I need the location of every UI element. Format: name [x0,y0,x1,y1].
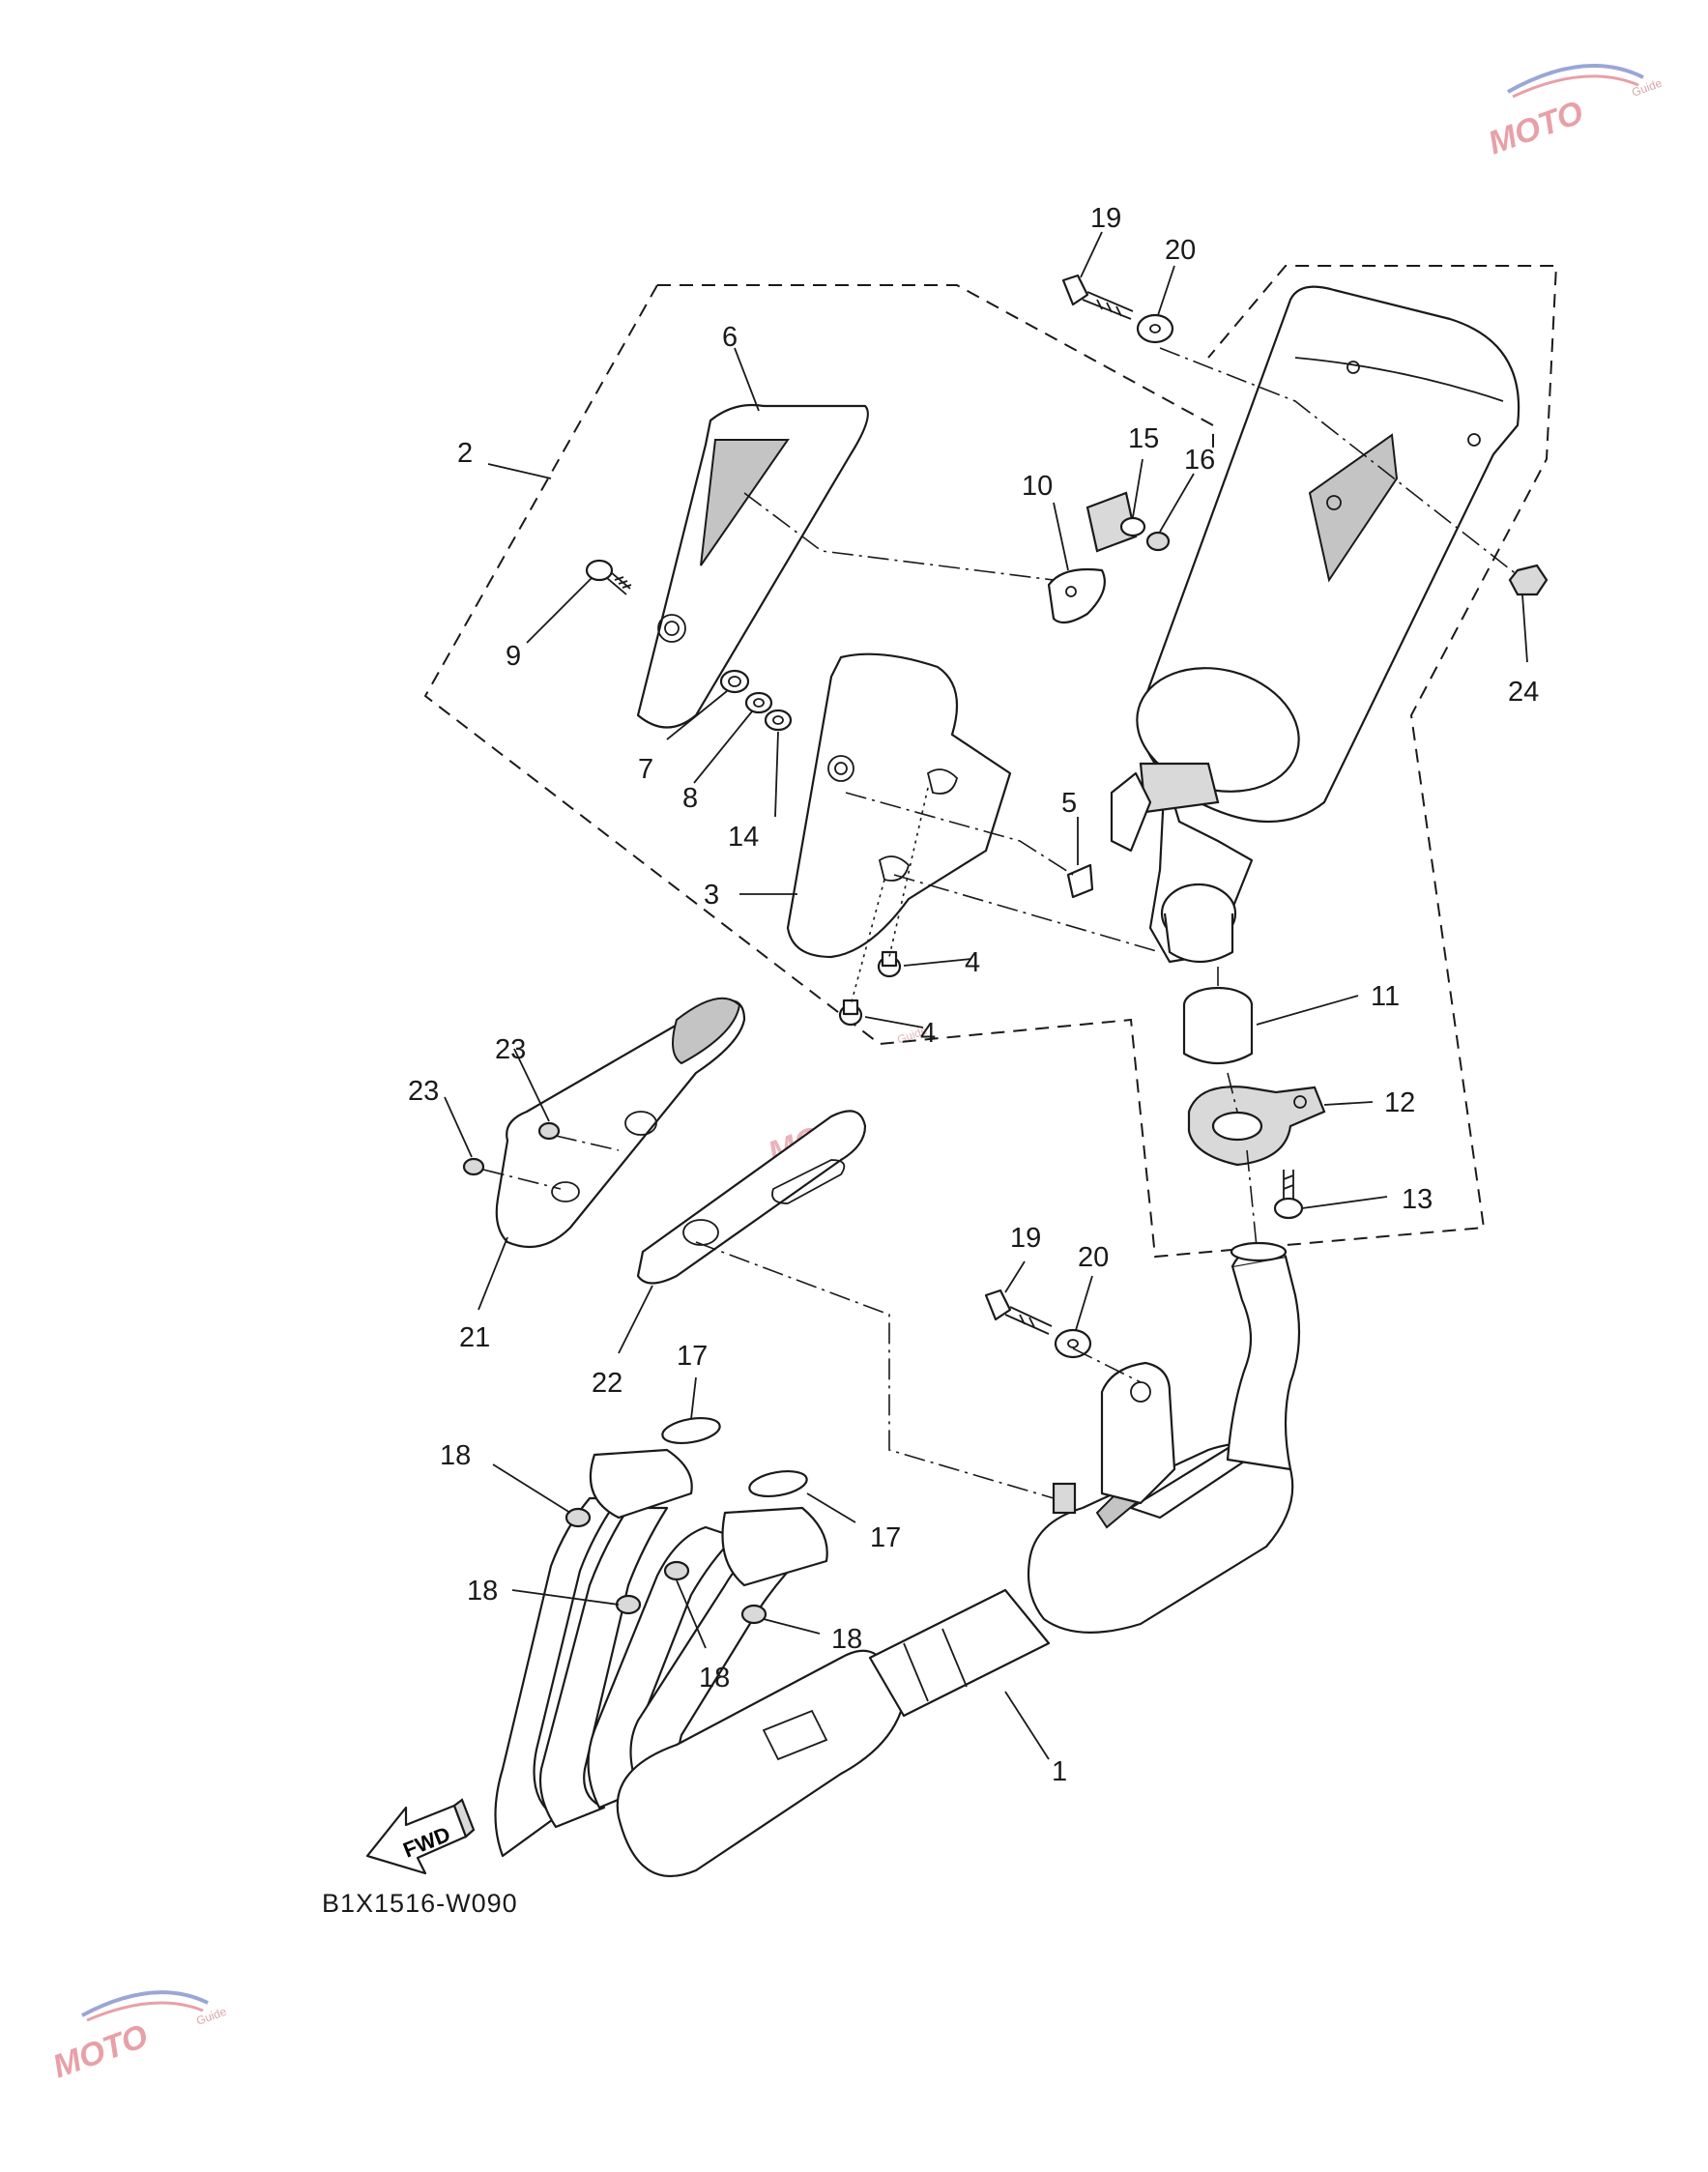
gasket-17-a [661,1416,721,1445]
callout-22: 22 [592,1368,622,1399]
bolt-4-lower [838,999,863,1027]
callout-labels: 1 2 3 4 4 5 6 7 8 9 10 11 12 13 14 15 16… [408,203,1539,1787]
washer-20-upper [1136,313,1174,344]
ref-line [555,1135,620,1151]
callout-13: 13 [1402,1184,1433,1215]
bolt-23-b [462,1157,485,1176]
clamp-12 [1187,1086,1326,1167]
clip-5 [1066,863,1094,899]
ref-line [1072,1347,1142,1383]
watermark-subtext: Guide [1630,76,1664,100]
heat-shield-21 [495,997,746,1249]
gasket-17-b [748,1469,808,1498]
callout-17-lower: 17 [870,1522,901,1553]
nut-18-b [615,1594,642,1615]
bolt-9 [585,559,632,595]
ref-line [695,1241,1055,1499]
exhaust-pipe-1 [494,1241,1301,1878]
callout-4-upper: 4 [965,947,980,978]
ref-line [845,792,1074,876]
nut-16 [1145,531,1171,552]
bolt-19-lower [984,1289,1053,1335]
ref-line [482,1169,562,1190]
callout-2: 2 [457,438,473,469]
callout-19-lower: 19 [1010,1223,1041,1254]
ref-line [1159,347,1519,576]
ref-line [1246,1149,1258,1248]
bracket-10 [1047,567,1106,624]
watermark-bottom-left: MOTO Guide [48,1990,228,2086]
callout-20-lower: 20 [1078,1242,1109,1273]
callout-1: 1 [1052,1756,1067,1787]
muffler-assembly [1110,285,1520,964]
callout-4-lower: 4 [920,1018,936,1049]
watermark-text: MOTO [1484,94,1588,161]
callout-5: 5 [1061,788,1077,819]
callout-9: 9 [506,641,521,672]
washer-8 [744,691,773,714]
callout-16: 16 [1184,445,1215,476]
callout-18-lower: 18 [699,1663,730,1694]
watermark-text: MOTO [48,2017,153,2085]
ref-line [1227,1072,1238,1113]
fwd-arrow-icon: FWD [365,1798,476,1875]
callout-11: 11 [1371,981,1400,1012]
ref-line [893,874,1161,953]
ref-line [888,787,929,958]
bolt-19-upper [1061,274,1134,320]
callout-24: 24 [1508,677,1539,708]
callout-18-left: 18 [467,1576,498,1607]
callout-17-upper: 17 [677,1341,708,1372]
rubber-15 [1086,491,1146,553]
heat-shield-22 [636,1110,867,1285]
callout-15: 15 [1128,423,1159,454]
callout-19-upper: 19 [1090,203,1121,234]
ref-line [743,492,1055,581]
nut-24 [1508,564,1549,596]
ref-line [850,879,885,1006]
callout-23-right: 23 [495,1034,526,1065]
bolt-4-upper [877,950,902,978]
nut-18-c [663,1560,690,1581]
callout-23-left: 23 [408,1076,439,1107]
diagram-code: B1X1516-W090 [322,1889,518,1918]
callout-14: 14 [728,822,759,853]
nut-18-a [565,1507,592,1528]
assembly-2-boundary-lower [423,265,1558,1259]
collar-7 [719,669,750,694]
callout-18-right: 18 [831,1624,862,1655]
grommet-14 [764,709,793,732]
gasket-11 [1182,986,1254,1064]
protector-6 [636,403,869,729]
callout-20-upper: 20 [1165,235,1196,266]
callout-12: 12 [1384,1087,1415,1118]
bolt-23-a [537,1121,561,1141]
callout-7: 7 [638,754,653,785]
callout-10: 10 [1022,471,1053,502]
callout-18-upper: 18 [440,1440,471,1471]
muffler-bracket [1308,433,1399,583]
nut-18-d [740,1604,767,1625]
assembly-2-boundary [657,284,1214,454]
callout-6: 6 [722,322,738,353]
watermark-top-right: MOTO Guide [1484,64,1664,162]
bolt-13 [1273,1170,1304,1220]
leader-lines [444,231,1528,1760]
callout-21: 21 [459,1322,490,1353]
callout-3: 3 [704,880,719,911]
protector-3 [786,652,1012,959]
callout-8: 8 [682,783,698,814]
washer-20-lower [1054,1328,1092,1359]
